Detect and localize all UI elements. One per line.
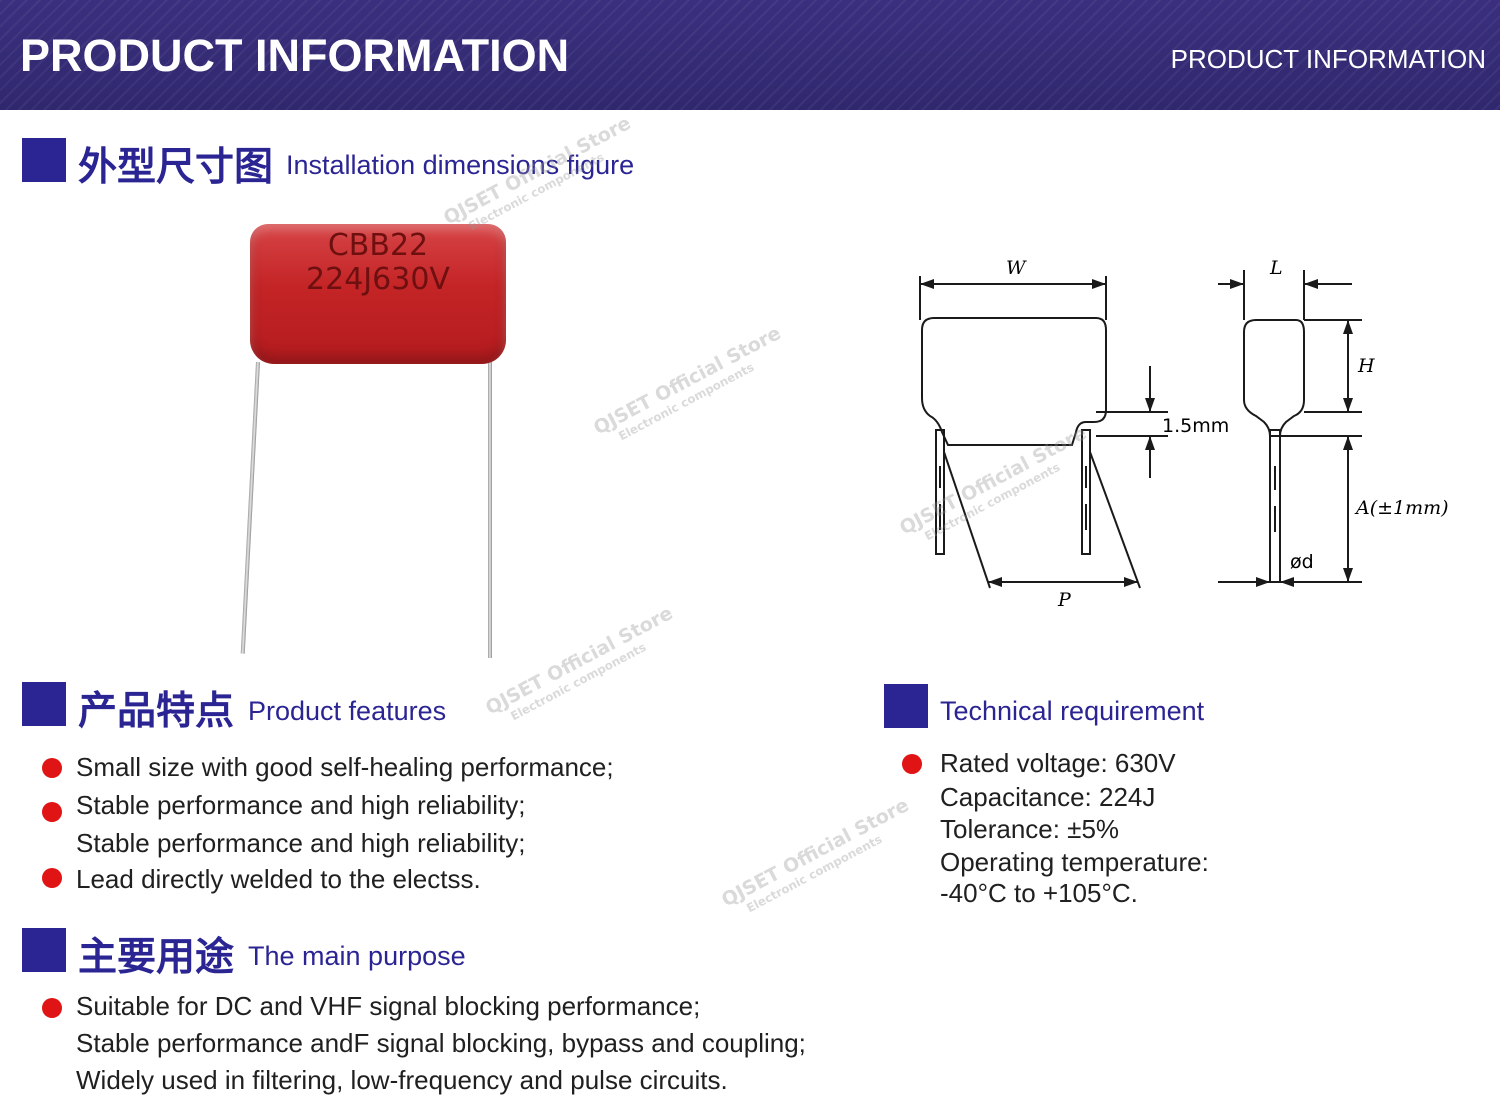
technical-line: Rated voltage: 630V — [940, 748, 1176, 778]
installation-title-zh: 外型尺寸图 — [78, 145, 274, 190]
dim-label-gap: 1.5mm — [1162, 415, 1229, 437]
feature-line: Stable performance and high reliability; — [76, 828, 526, 858]
section-marker — [22, 138, 66, 182]
section-marker — [22, 682, 66, 726]
feature-line: Small size with good self-healing perfor… — [76, 752, 614, 782]
purpose-title-en: The main purpose — [248, 941, 466, 971]
features-title-en: Product features — [248, 696, 447, 726]
bullet-icon — [42, 802, 62, 822]
feature-line: Stable performance and high reliability; — [76, 790, 526, 820]
page-title: PRODUCT INFORMATION — [20, 30, 570, 81]
bullet-icon — [42, 868, 62, 888]
technical-line: Capacitance: 224J — [940, 782, 1156, 812]
dim-label-h: H — [1357, 355, 1375, 377]
watermark-line1: QJSET Official Store — [718, 794, 913, 912]
technical-line: Operating temperature: — [940, 847, 1209, 877]
dim-label-p: P — [1057, 589, 1072, 611]
feature-line: Lead directly welded to the electss. — [76, 864, 481, 894]
capacitor-lead-left — [240, 361, 260, 654]
technical-line: Tolerance: ±5% — [940, 814, 1120, 844]
watermark: QJSET Official Store Electronic componen… — [590, 322, 791, 452]
watermark-line1: QJSET Official Store — [590, 322, 785, 440]
capacitor-body: CBB22 224J630V — [250, 224, 506, 364]
dim-label-a: A(±1mm) — [1354, 497, 1449, 519]
watermark: QJSET Official Store Electronic componen… — [482, 602, 683, 732]
dim-label-d: ød — [1290, 551, 1314, 573]
dimension-diagram: W L H 1.5mm A(±1mm) ød P — [919, 257, 1449, 611]
dim-label-l: L — [1269, 257, 1283, 279]
purpose-title-zh: 主要用途 — [78, 935, 235, 980]
capacitor-marking-line1: CBB22 — [327, 228, 429, 263]
watermark-line1: QJSET Official Store — [482, 602, 677, 720]
bullet-icon — [902, 754, 922, 774]
purpose-line: Widely used in filtering, low-frequency … — [76, 1065, 728, 1095]
bullet-icon — [42, 758, 62, 778]
dim-label-w: W — [1006, 257, 1027, 279]
section-marker — [22, 928, 66, 972]
technical-line: -40°C to +105°C. — [940, 878, 1138, 908]
technical-title: Technical requirement — [940, 696, 1205, 726]
capacitor-marking-line2: 224J630V — [306, 262, 450, 297]
header-subtitle: PRODUCT INFORMATION — [1170, 44, 1486, 74]
watermark: QJSET Official Store Electronic componen… — [718, 794, 919, 924]
capacitor-lead-right — [488, 362, 492, 658]
features-title-zh: 产品特点 — [78, 689, 235, 734]
header-banner: PRODUCT INFORMATION PRODUCT INFORMATION — [0, 0, 1500, 110]
bullet-icon — [42, 998, 62, 1018]
installation-title-en: Installation dimensions figure — [286, 150, 635, 180]
section-marker — [884, 684, 928, 728]
purpose-line: Suitable for DC and VHF signal blocking … — [76, 991, 701, 1021]
purpose-line: Stable performance andF signal blocking,… — [76, 1028, 806, 1058]
